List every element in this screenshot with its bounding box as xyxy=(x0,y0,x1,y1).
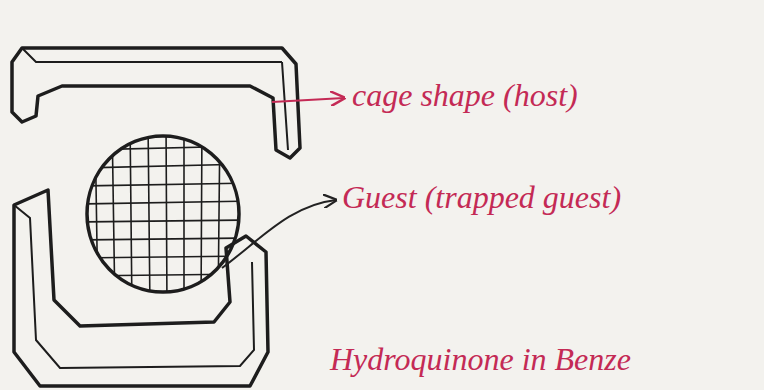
guest-sphere xyxy=(87,136,239,292)
guest-leader-arrow xyxy=(222,200,336,268)
handwritten-note: cage shape (host) xyxy=(352,78,578,113)
handwritten-note: Guest (trapped guest) xyxy=(342,180,621,215)
cage-upper-half xyxy=(12,48,300,158)
guest-hatching xyxy=(80,120,250,310)
host-leader-arrow xyxy=(272,98,344,102)
handwritten-note: Hydroquinone in Benze xyxy=(330,342,631,377)
